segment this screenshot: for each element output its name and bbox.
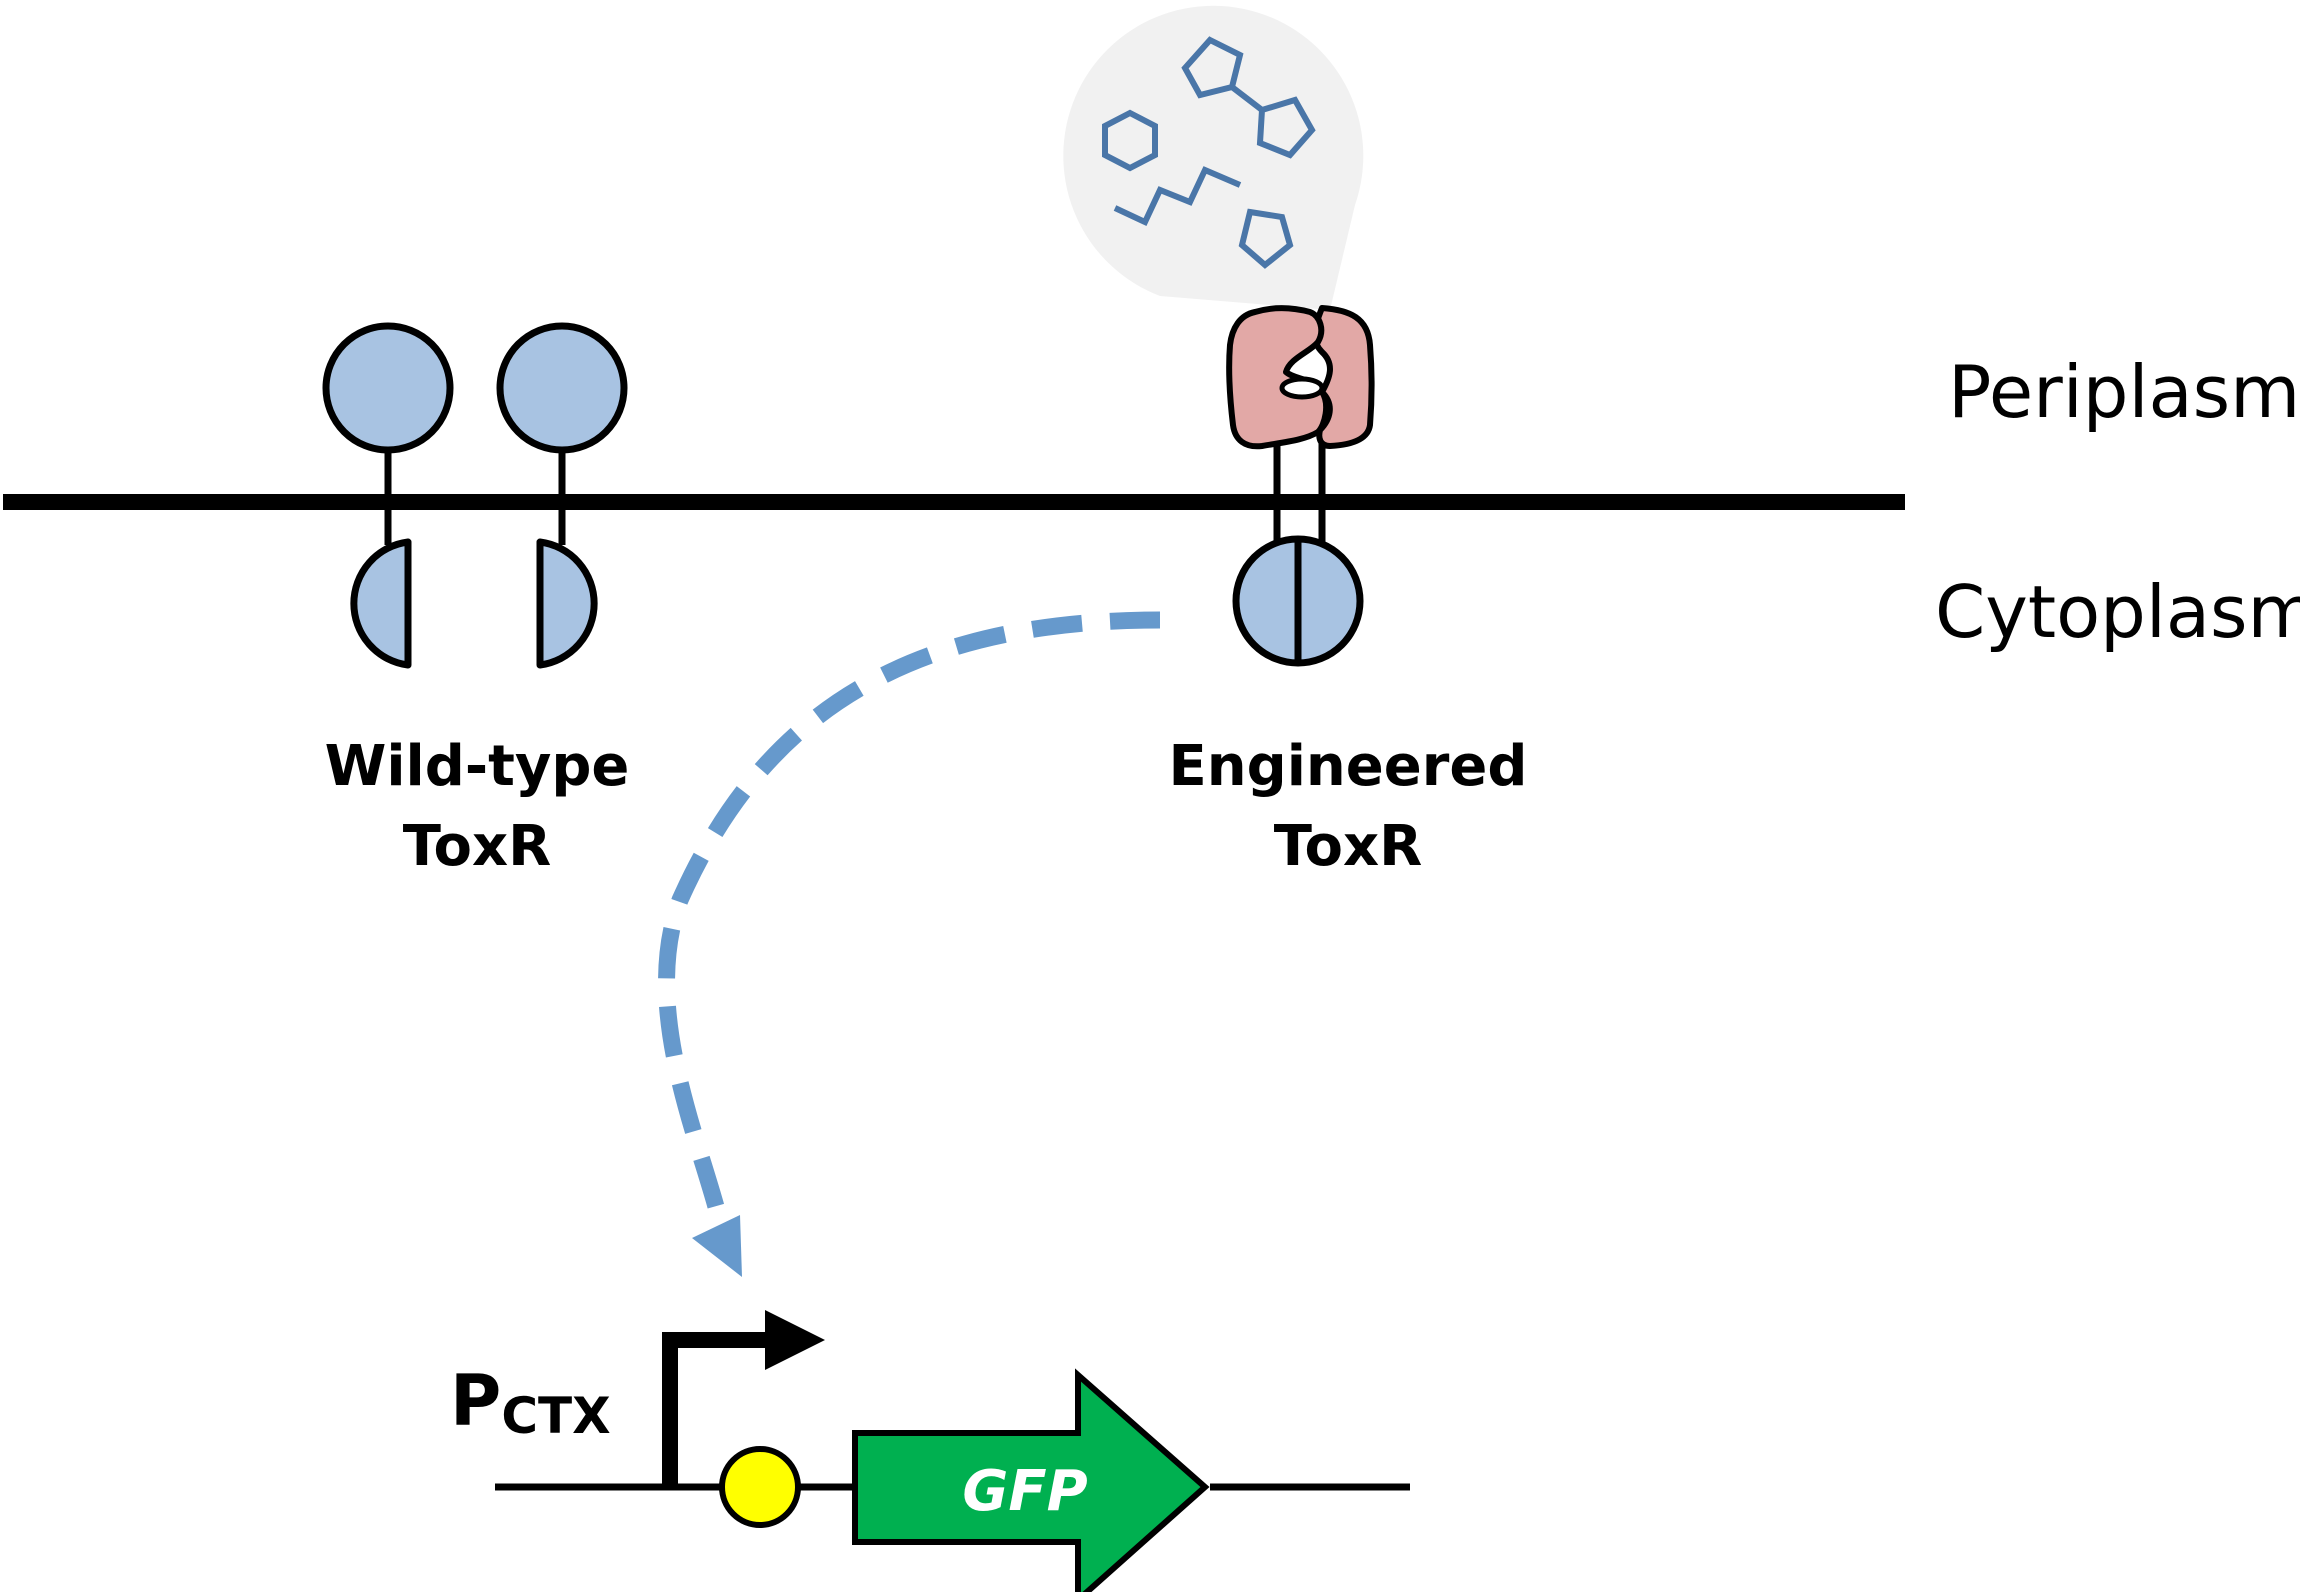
wild-type-toxr-monomer-1 <box>322 322 454 669</box>
sensor-domain-left <box>1226 305 1330 450</box>
wild-type-toxr-label-line2: ToxR <box>403 814 551 879</box>
cytoplasmic-half-domain <box>536 538 598 669</box>
transcription-start-arrowhead <box>765 1310 825 1370</box>
hexagon-molecule-icon <box>1102 109 1158 172</box>
molecule-bond <box>1230 84 1264 113</box>
transcription-start-bent-line <box>662 1332 770 1487</box>
cytoplasmic-half-domain <box>350 538 412 669</box>
pentagon-molecule-icon <box>1181 36 1244 99</box>
domain-dot <box>536 597 544 605</box>
engineered-toxr-label-line1: Engineered <box>1169 734 1528 799</box>
reporter-construct: GFP PCTX <box>450 1310 1410 1592</box>
ligand-molecules <box>1102 36 1316 269</box>
periplasmic-domain <box>322 322 454 454</box>
wild-type-toxr-monomer-2 <box>496 322 628 669</box>
domain-dot <box>1294 597 1302 605</box>
signal-arrowhead-icon <box>692 1215 742 1277</box>
engineered-toxr-label-line2: ToxR <box>1274 814 1422 879</box>
periplasmic-domain <box>496 322 628 454</box>
cytoplasm-label: Cytoplasm <box>1935 570 2300 654</box>
pentagon-molecule-icon <box>1238 208 1294 269</box>
activation-signal-arrow <box>658 611 1161 1277</box>
sensor-domain-right <box>1311 305 1375 449</box>
pentagon-molecule-icon <box>1256 96 1316 159</box>
transcription-start-arrow-icon <box>662 1310 825 1487</box>
periplasm-label: Periplasm <box>1948 350 2300 434</box>
promoter-label-subscript: CTX <box>501 1387 610 1445</box>
gene-label: GFP <box>962 1459 1087 1524</box>
toxr-operator-site-icon <box>719 1446 801 1528</box>
chain-molecule-icon <box>1113 166 1242 226</box>
promoter-label: PCTX <box>450 1360 611 1445</box>
binding-pocket <box>1279 376 1325 400</box>
promoter-label-main: P <box>450 1360 501 1442</box>
engineered-toxr-dimer <box>1226 305 1375 667</box>
domain-dot <box>404 597 412 605</box>
wild-type-toxr-label-line1: Wild-type <box>325 734 630 799</box>
signal-arrow-path <box>658 611 1161 1225</box>
gfp-gene-arrow <box>852 1368 1210 1592</box>
